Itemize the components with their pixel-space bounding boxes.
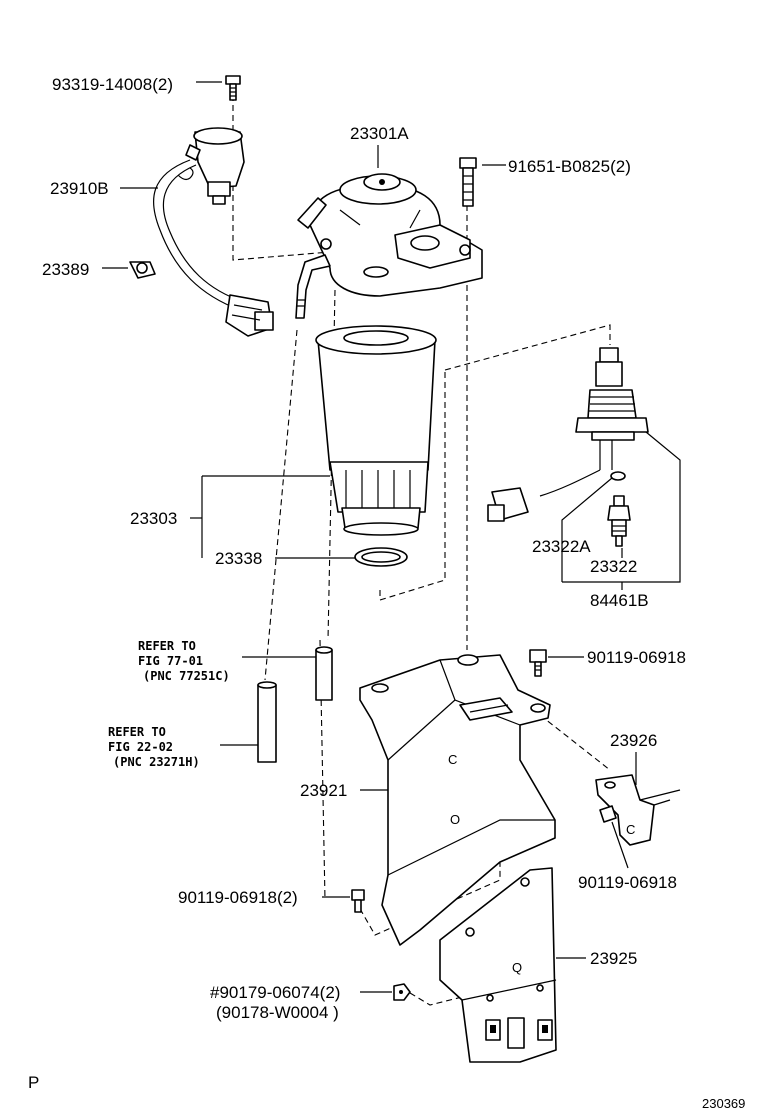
bracket-mark-c1: C (448, 752, 457, 767)
label-93319: 93319-14008(2) (52, 75, 173, 94)
label-90119-pair: 90119-06918(2) (178, 888, 298, 907)
filter-head-23301A[interactable] (295, 145, 483, 319)
ref1-line3: (PNC 77251C) (143, 669, 230, 683)
o-ring-23338[interactable] (354, 547, 408, 567)
label-84461B: 84461B (590, 591, 649, 610)
label-23322: 23322 (590, 557, 637, 576)
sensor-84461B[interactable] (487, 347, 649, 522)
label-23925: 23925 (590, 949, 637, 968)
bolt-90119-upper-icon[interactable] (529, 649, 584, 677)
label-23338: 23338 (215, 549, 262, 568)
nut-90179-icon[interactable] (360, 983, 411, 1001)
label-90178: (90178-W0004 ) (216, 1003, 339, 1022)
bolt-93319-icon[interactable] (196, 75, 241, 101)
sensor-23910B[interactable] (153, 127, 274, 337)
corner-left-mark: P (28, 1073, 39, 1092)
pipe-ref-77-01[interactable] (242, 646, 333, 701)
label-23926: 23926 (610, 731, 657, 750)
label-90179: #90179-06074(2) (210, 983, 340, 1002)
bracket-mark-q1: Q (512, 960, 522, 975)
label-23921: 23921 (300, 781, 347, 800)
pipe-ref-22-02[interactable] (220, 681, 277, 763)
label-23301A: 23301A (350, 124, 409, 143)
labels: 93319-14008(2) 23910B 23389 23301A 91651… (28, 75, 745, 1111)
bracket-23925[interactable] (439, 867, 586, 1063)
label-23322A: 23322A (532, 537, 591, 556)
ref2-line2: FIG 22-02 (108, 740, 173, 754)
bracket-23921[interactable] (359, 654, 556, 946)
label-90119-lower: 90119-06918 (578, 873, 677, 892)
ref1-line2: FIG 77-01 (138, 654, 203, 668)
label-23910B: 23910B (50, 179, 109, 198)
leader-84461B (561, 431, 681, 590)
sensor-23322[interactable] (607, 495, 631, 547)
bolt-90119-pair-icon[interactable] (322, 889, 365, 913)
bracket-mark-o1: O (450, 812, 460, 827)
ref2-line3: (PNC 23271H) (113, 755, 200, 769)
label-91651: 91651-B0825(2) (508, 157, 631, 176)
bolt-91651-icon[interactable] (459, 157, 506, 207)
bolt-90119-lower-icon[interactable] (599, 805, 629, 869)
leader-23303 (190, 475, 355, 559)
plate-23926[interactable] (595, 752, 681, 846)
fuel-filter-23303[interactable] (315, 325, 437, 536)
label-23303: 23303 (130, 509, 177, 528)
clamp-23389[interactable] (102, 261, 156, 279)
label-23389: 23389 (42, 260, 89, 279)
ref1-line1: REFER TO (138, 639, 196, 653)
plate-mark-c2: C (626, 822, 635, 837)
diagram-number: 230369 (702, 1096, 745, 1111)
ref2-line1: REFER TO (108, 725, 166, 739)
label-90119-upper: 90119-06918 (587, 648, 686, 667)
